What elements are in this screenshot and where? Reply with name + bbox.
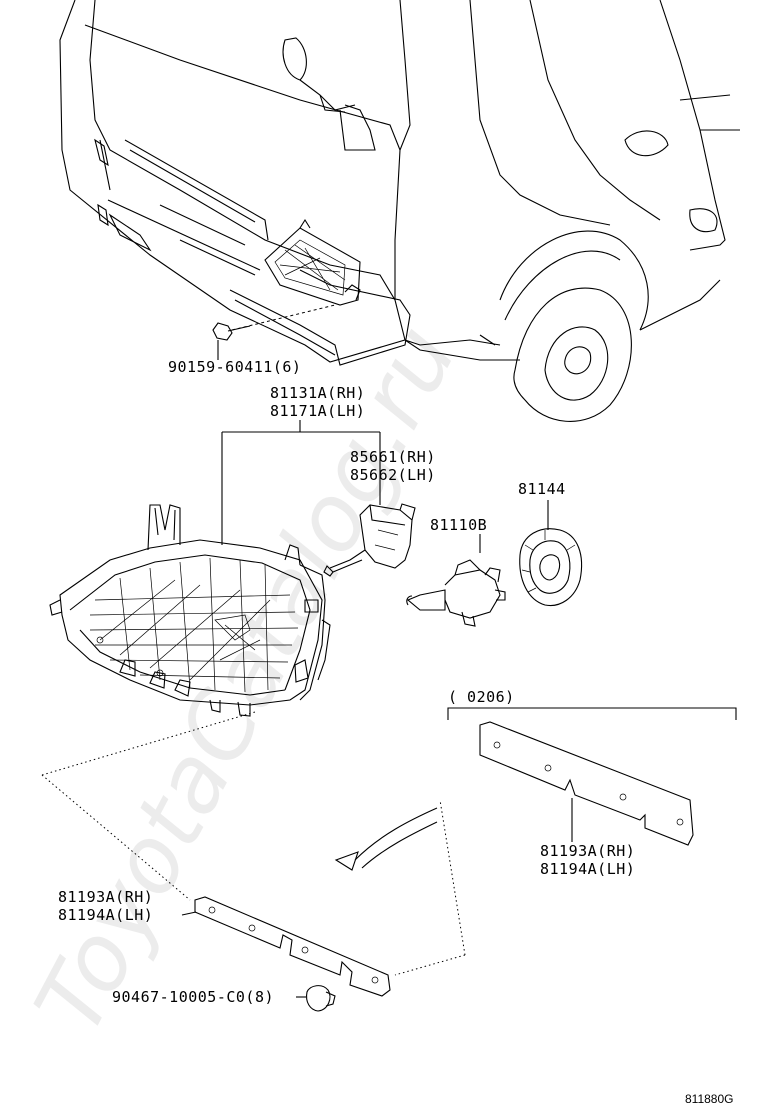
leader-bracket-lower — [181, 911, 197, 916]
socket-cover-part — [519, 528, 583, 607]
clip-part — [296, 985, 336, 1012]
period-bracket-line — [447, 707, 737, 720]
headlight-bulb-part — [406, 559, 506, 627]
label-bulb: 81110B — [430, 516, 487, 534]
figure-number: 811880G — [685, 1092, 734, 1106]
label-headlamp-lh: 81171A(LH) — [270, 402, 365, 420]
label-headlamp-rh: 81131A(RH) — [270, 384, 365, 402]
lamp-bracket-lower-part — [194, 896, 391, 997]
label-bolt: 90159-60411(6) — [168, 358, 301, 376]
label-socket-cover: 81144 — [518, 480, 566, 498]
label-actuator-rh: 85661(RH) — [350, 448, 436, 466]
watermark-text: ToyotaCatalog.ru — [15, 309, 477, 1051]
leader-headlamp — [221, 420, 381, 545]
label-bracket-upper-rh: 81193A(RH) — [540, 842, 635, 860]
label-actuator-lh: 85662(LH) — [350, 466, 436, 484]
leveling-actuator-part — [323, 503, 416, 577]
period-label: ( 0206) — [448, 688, 515, 706]
lamp-bracket-upper-part — [479, 721, 694, 846]
label-bracket-upper-lh: 81194A(LH) — [540, 860, 635, 878]
direction-arrow — [334, 807, 438, 871]
headlamp-assembly — [49, 504, 331, 717]
truck-cab-illustration — [59, 0, 740, 422]
label-bracket-lower-lh: 81194A(LH) — [58, 906, 153, 924]
label-clip: 90467-10005-C0(8) — [112, 988, 274, 1006]
label-bracket-lower-rh: 81193A(RH) — [58, 888, 153, 906]
bolt-part — [212, 304, 336, 360]
